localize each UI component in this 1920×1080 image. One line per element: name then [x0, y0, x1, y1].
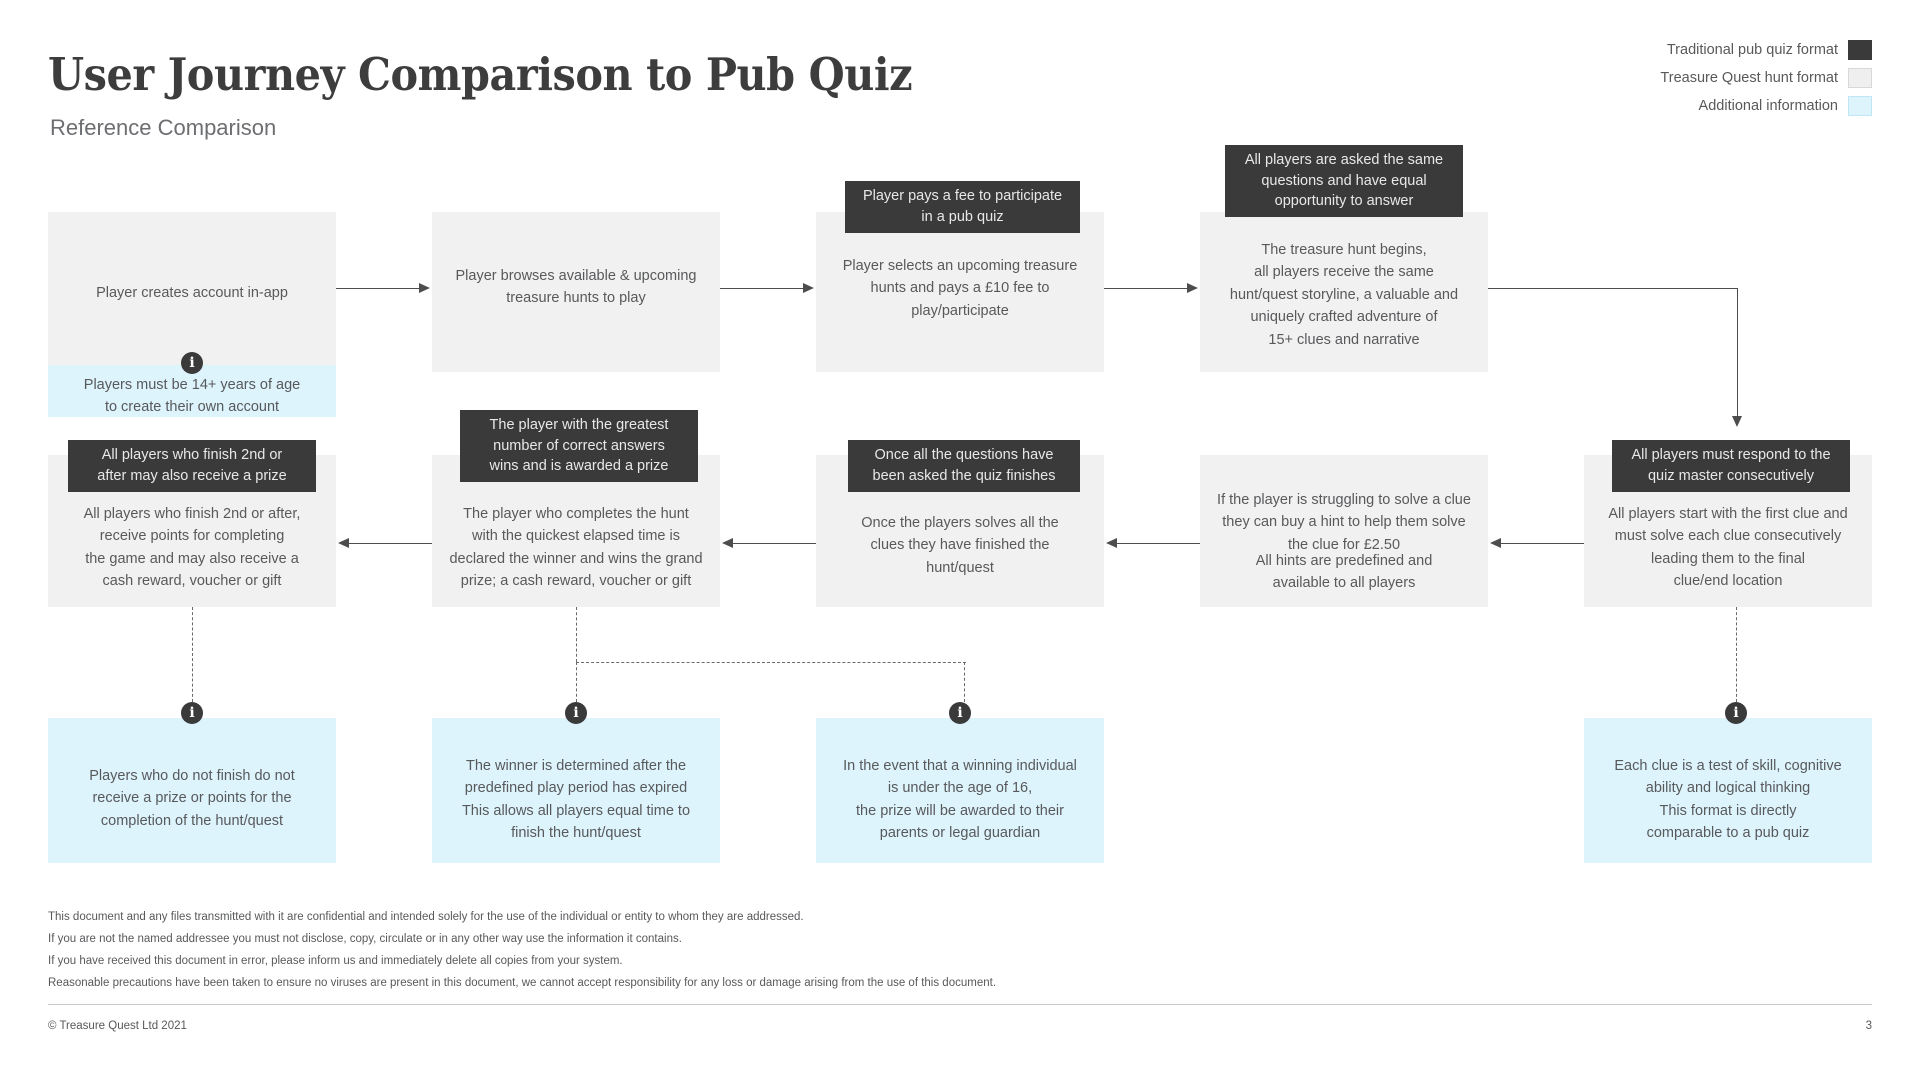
flow-box-buy-hint [1200, 455, 1488, 607]
legend-item-additional-info: Additional information [1660, 96, 1872, 116]
page-number: 3 [1865, 1020, 1872, 1032]
flow-box-finish-second-body: All players who finish 2nd or after, rec… [83, 506, 301, 590]
dashed-connector-3 [1736, 607, 1737, 702]
callout-no-finish-no-prize-body: Players who do not finish do not receive… [89, 768, 295, 829]
arrow-head-1 [419, 283, 430, 293]
flow-box-create-account [48, 212, 336, 372]
flow-box-respond-consecutively-body: All players start with the first clue an… [1608, 506, 1848, 590]
legend-label: Treasure Quest hunt format [1660, 70, 1838, 86]
disclaimer: This document and any files transmitted … [48, 906, 1248, 994]
flow-box-browse-hunts [432, 212, 720, 372]
info-icon: i [181, 702, 203, 724]
flow-box-hunt-begins-header: All players are asked the same questions… [1225, 145, 1463, 217]
info-icon: i [1725, 702, 1747, 724]
arrow-line-elbow-top [1488, 288, 1738, 289]
dashed-connector-2b [576, 662, 966, 663]
flow-box-winner-declared-body: The player who completes the hunt with t… [449, 506, 703, 590]
page-subtitle: Reference Comparison [50, 115, 277, 140]
flow-box-quiz-finishes-header: Once all the questions have been asked t… [848, 440, 1080, 492]
flow-box-quiz-finishes-body: Once the players solves all the clues th… [861, 515, 1059, 576]
callout-winner-timing [432, 718, 720, 863]
arrow-head-6 [722, 538, 733, 548]
arrow-head-3 [1187, 283, 1198, 293]
arrow-head-7 [338, 538, 349, 548]
dashed-connector-2a [576, 607, 577, 662]
arrow-head-5 [1106, 538, 1117, 548]
legend: Traditional pub quiz format Treasure Que… [1660, 40, 1872, 124]
arrow-head-2 [803, 283, 814, 293]
callout-clue-skill-test-body-2: This format is directly comparable to a … [1646, 803, 1810, 842]
legend-label: Additional information [1698, 98, 1838, 114]
arrow-line-6 [733, 543, 816, 544]
flow-box-respond-consecutively-header: All players must respond to the quiz mas… [1612, 440, 1850, 492]
callout-clue-skill-test-body: Each clue is a test of skill, cognitive … [1614, 758, 1842, 797]
flow-box-create-account-body: Player creates account in-app [96, 285, 288, 301]
arrow-line-3 [1104, 288, 1189, 289]
arrow-line-elbow-vert [1737, 288, 1738, 418]
disclaimer-line-3: If you have received this document in er… [48, 955, 623, 968]
flow-box-pays-fee-header: Player pays a fee to participate in a pu… [845, 181, 1080, 233]
callout-no-finish-no-prize [48, 718, 336, 863]
callout-age-requirement-body: Players must be 14+ years of age to crea… [83, 377, 301, 416]
callout-clue-skill-test [1584, 718, 1872, 863]
flow-box-browse-hunts-body: Player browses available & upcoming trea… [455, 268, 697, 307]
flow-box-buy-hint-body: If the player is struggling to solve a c… [1217, 492, 1471, 553]
info-icon: i [181, 352, 203, 374]
flow-box-winner-declared-header: The player with the greatest number of c… [460, 410, 698, 482]
page-title: User Journey Comparison to Pub Quiz [48, 48, 913, 101]
arrow-line-7 [349, 543, 432, 544]
arrow-line-5 [1117, 543, 1200, 544]
disclaimer-line-2: If you are not the named addressee you m… [48, 933, 682, 946]
legend-item-treasure-quest: Treasure Quest hunt format [1660, 68, 1872, 88]
callout-under-16-guardian-body: In the event that a winning individual i… [843, 758, 1077, 842]
flow-box-hunt-begins-body: The treasure hunt begins, all players re… [1229, 242, 1459, 348]
copyright-text: © Treasure Quest Ltd 2021 [48, 1020, 187, 1032]
disclaimer-line-1: This document and any files transmitted … [48, 911, 804, 923]
arrow-line-4 [1501, 543, 1584, 544]
arrow-head-4 [1490, 538, 1501, 548]
dashed-connector-1 [192, 607, 193, 702]
flow-box-pays-fee [816, 212, 1104, 372]
legend-swatch-grey [1848, 68, 1872, 88]
disclaimer-line-4: Reasonable precautions have been taken t… [48, 977, 997, 990]
flow-box-buy-hint-body-2: All hints are predefined and available t… [1255, 553, 1433, 592]
callout-winner-timing-body: The winner is determined after the prede… [464, 758, 688, 797]
callout-winner-timing-body-2: This allows all players equal time to fi… [461, 803, 691, 842]
arrow-head-elbow [1732, 416, 1742, 427]
info-icon: i [565, 702, 587, 724]
arrow-line-1 [336, 288, 421, 289]
footer-divider [48, 1004, 1872, 1005]
legend-item-traditional: Traditional pub quiz format [1660, 40, 1872, 60]
dashed-connector-2c [576, 662, 577, 702]
flow-box-finish-second-header: All players who finish 2nd or after may … [68, 440, 316, 492]
legend-swatch-blue [1848, 96, 1872, 116]
flow-box-pays-fee-body: Player selects an upcoming treasure hunt… [842, 258, 1078, 319]
legend-label: Traditional pub quiz format [1666, 42, 1838, 58]
info-icon: i [949, 702, 971, 724]
callout-under-16-guardian [816, 718, 1104, 863]
flow-box-hunt-begins [1200, 212, 1488, 372]
legend-swatch-dark [1848, 40, 1872, 60]
arrow-line-2 [720, 288, 805, 289]
dashed-connector-2d [964, 662, 965, 702]
